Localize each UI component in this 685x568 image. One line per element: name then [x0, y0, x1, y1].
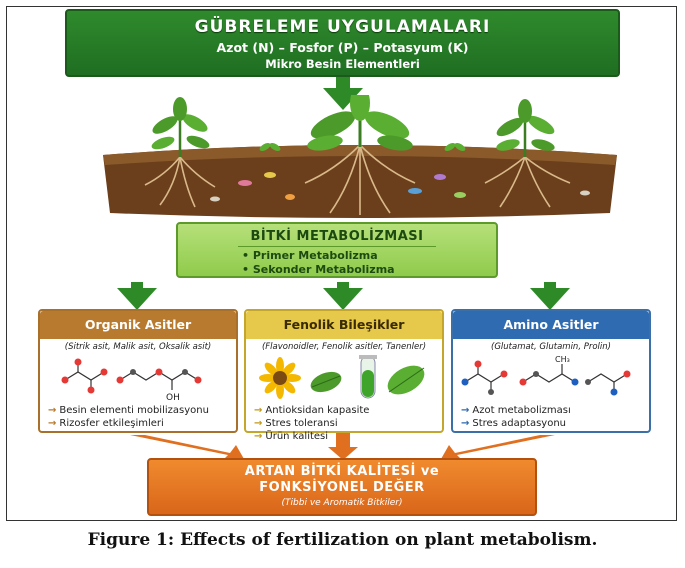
down-arrow-icon [544, 282, 556, 290]
outcome-line-3: (Tibbi ve Aromatik Bitkiler) [281, 498, 403, 508]
banner-title: GÜBRELEME UYGULAMALARI [194, 17, 491, 37]
banner-line-npk: Azot (N) – Fosfor (P) – Potasyum (K) [216, 40, 469, 55]
plant-icon [151, 97, 210, 157]
phenolic-item: →Ürün kalitesi [254, 431, 329, 442]
leaf-icon [387, 365, 425, 395]
outcome-line-2: FONKSİYONEL DEĞER [259, 480, 425, 495]
sunflower-icon [259, 357, 301, 399]
molecule-icon: OH [61, 358, 202, 403]
phenolic-illustration [259, 355, 425, 399]
organic-acids-item: →Rizosfer etkileşimleri [48, 418, 164, 429]
down-arrow-icon [117, 288, 157, 310]
organic-acids-title: Organik Asitler [40, 311, 236, 339]
orange-arrow-icon [328, 433, 358, 460]
amino-acids-title: Amino Asitler [453, 311, 649, 339]
converging-arrows [130, 433, 555, 461]
phenolic-compounds-box: Fenolik Bileşikler (Flavonoidler, Fenoli… [244, 309, 444, 442]
ch3-label: CH₃ [555, 355, 570, 364]
amino-acids-subtitle: (Glutamat, Glutamin, Prolin) [491, 342, 611, 352]
phenolic-item: →Stres toleransi [254, 418, 338, 429]
plant-icon [307, 95, 413, 151]
organic-acids-subtitle: (Sitrik asit, Malik asit, Oksalik asit) [64, 342, 212, 352]
fertilization-banner: GÜBRELEME UYGULAMALARI Azot (N) – Fosfor… [65, 9, 620, 77]
plant-metabolism-box: BİTKİ METABOLİZMASI • Primer Metabolizma… [176, 222, 498, 278]
oh-label: OH [166, 393, 180, 403]
plant-soil-illustration [103, 95, 617, 218]
organic-acids-item: →Besin elementi mobilizasyonu [48, 405, 209, 416]
molecule-icon: CH₃ [461, 355, 631, 396]
metabolism-title: BİTKİ METABOLİZMASI [250, 229, 424, 244]
down-arrow-icon [131, 282, 143, 290]
amino-acids-item: →Stres adaptasyonu [461, 418, 567, 429]
phenolic-item: →Antioksidan kapasite [254, 405, 370, 416]
metabolism-item: • Primer Metabolizma [242, 249, 378, 262]
test-tube-icon [359, 355, 377, 399]
down-arrow-icon [323, 288, 363, 310]
figure-caption: Figure 1: Effects of fertilization on pl… [87, 530, 598, 550]
outcome-line-1: ARTAN BİTKİ KALİTESİ ve [244, 464, 440, 479]
down-arrow-icon [336, 77, 350, 89]
phenolic-compounds-title: Fenolik Bileşikler [246, 311, 442, 339]
outcome-box: ARTAN BİTKİ KALİTESİ ve FONKSİYONEL DEĞE… [147, 458, 537, 516]
amino-acids-item: →Azot metabolizması [461, 405, 571, 416]
phenolic-compounds-subtitle: (Flavonoidler, Fenolik asitler, Tanenler… [261, 342, 427, 352]
leaf-icon [310, 371, 342, 393]
banner-line-micro: Mikro Besin Elementleri [265, 57, 420, 71]
down-arrow-icon [530, 288, 570, 310]
down-arrow-icon [337, 282, 349, 290]
amino-acids-box: Amino Asitler (Glutamat, Glutamin, Proli… [451, 309, 651, 433]
organic-acids-box: Organik Asitler (Sitrik asit, Malik asit… [38, 309, 238, 433]
plant-icon [496, 99, 555, 157]
metabolism-item: • Sekonder Metabolizma [242, 263, 395, 276]
